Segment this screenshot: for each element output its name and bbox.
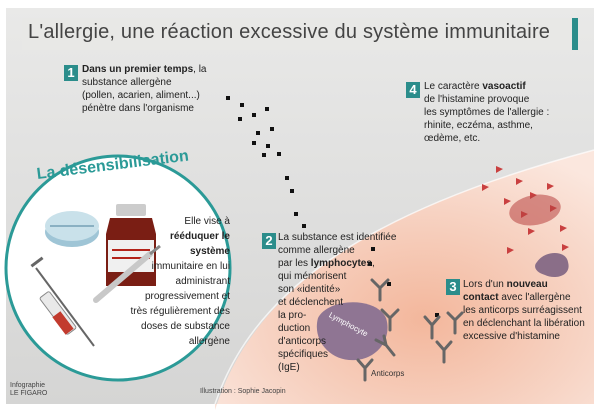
allergen-particles xyxy=(226,96,439,317)
step-3-line-3: les anticorps surréagissent xyxy=(463,305,582,316)
step-4-number: 4 xyxy=(406,82,420,98)
lymphocyte xyxy=(316,302,388,361)
step-2-line-6: et déclenchent xyxy=(278,297,344,308)
step-1-line-3: pénètre dans l'organisme xyxy=(82,103,194,114)
title-bar: L'allergie, une réaction excessive du sy… xyxy=(22,18,578,50)
step-4-line-2: de l'histamine provoque xyxy=(424,94,530,105)
skin-tissue xyxy=(215,150,594,410)
dropper-illustration xyxy=(93,244,161,303)
desensitization-text: Elle vise à rééduquer le système immunit… xyxy=(118,214,231,349)
step-4-line-5: œdème, etc. xyxy=(424,133,481,144)
step-2-line-10: spécifiques xyxy=(278,349,329,360)
desensitization-line-5: très régulièrement des xyxy=(130,306,231,317)
step-2-line-1: La substance est identifiée xyxy=(278,232,397,243)
desensitization-line-2: immunitaire en lui xyxy=(151,261,230,272)
antibodies xyxy=(356,278,464,382)
step-4-line-4: rhinite, eczéma, asthme, xyxy=(424,120,533,131)
step-2-line-7: la pro- xyxy=(278,310,307,321)
step-4-bold: vasoactif xyxy=(482,81,526,92)
step-3-text: Lors d'un nouveau contact avec l'allergè… xyxy=(463,278,593,343)
syringe-illustration xyxy=(30,256,95,347)
step-3-line-5: excessive d'histamine xyxy=(463,331,560,342)
desensitization-line-7: allergène xyxy=(188,336,230,347)
step-1-number: 1 xyxy=(64,65,78,81)
title-accent xyxy=(572,18,578,50)
step-2-line-9: d'anticorps xyxy=(278,336,327,347)
desensitization-line-4: progressivement et xyxy=(144,291,230,302)
step-4-line-1: Le caractère xyxy=(424,81,483,92)
desensitization-bold-2: système xyxy=(189,246,230,257)
inflammation-spot xyxy=(509,194,561,226)
step-2-bold: lymphocytes xyxy=(310,258,372,269)
step-3-number: 3 xyxy=(446,279,460,295)
step-3-line-4: en déclenchant la libération xyxy=(463,318,585,329)
desensitization-line-6: doses de substance xyxy=(141,321,230,332)
step-2-line-2: comme allergène xyxy=(278,245,355,256)
antibody-label: Anticorps xyxy=(371,369,405,378)
step-3-line-2-post: avec l'allergène xyxy=(498,292,571,303)
desensitization-line-1: Elle vise à xyxy=(184,216,230,227)
step-4-text: Le caractère vasoactif de l'histamine pr… xyxy=(424,80,584,145)
desensitization-bold-1: rééduquer le xyxy=(169,231,230,242)
step-2-line-11: (IgE) xyxy=(278,362,300,373)
step-2-line-3-post: , xyxy=(371,258,375,269)
mast-cell xyxy=(535,253,569,278)
credit-infographie-label: Infographie xyxy=(10,382,46,389)
step-2-line-8: duction xyxy=(278,323,311,334)
credit-infographie: Infographie LE FIGARO xyxy=(10,382,47,398)
step-2-line-4: qui mémorisent xyxy=(278,271,347,282)
step-3-bold-1: nouveau xyxy=(506,279,548,290)
step-3-bold-2: contact xyxy=(463,292,499,303)
page-title: L'allergie, une réaction excessive du sy… xyxy=(28,21,551,43)
step-1-text: Dans un premier temps, la substance alle… xyxy=(82,63,232,115)
step-1-bold: Dans un premier temps xyxy=(82,64,194,75)
step-2-text: La substance est identifiée comme allerg… xyxy=(278,231,408,374)
step-3-line-1-pre: Lors d'un xyxy=(463,279,507,290)
step-1-line-1: , la substance allergène xyxy=(82,64,207,88)
pill-illustration xyxy=(45,211,99,247)
step-2-number: 2 xyxy=(262,233,276,249)
step-1-line-2: (pollen, acarien, aliment...) xyxy=(82,90,200,101)
desensitization-line-3: administrant xyxy=(175,276,230,287)
credit-illustration: Illustration : Sophie Jacopin xyxy=(200,388,286,395)
credit-source: LE FIGARO xyxy=(10,390,48,397)
step-2-line-3-pre: par les xyxy=(278,258,311,269)
step-2-line-5: son «identité» xyxy=(278,284,341,295)
step-4-line-3: les symptômes de l'allergie : xyxy=(424,107,550,118)
